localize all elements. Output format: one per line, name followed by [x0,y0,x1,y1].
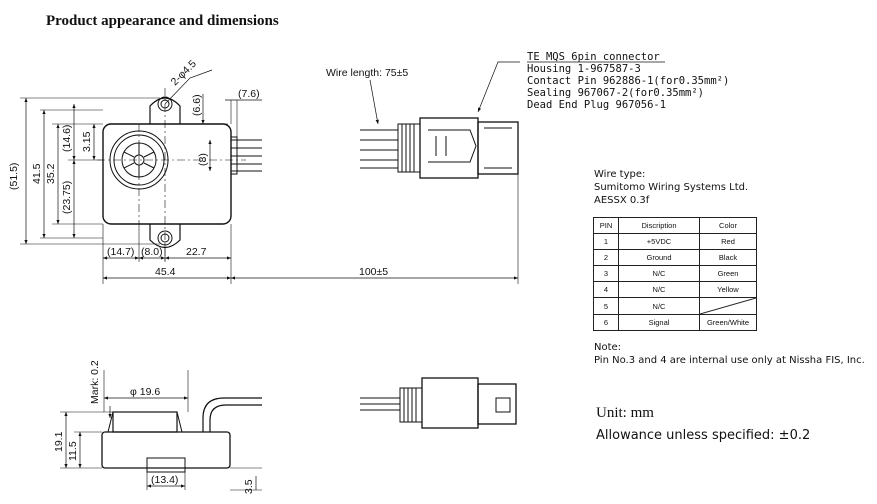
color-cell: Yellow [699,281,757,298]
pin-table-header: PIN Discription Color [593,217,757,234]
table-row: 4 N/C Yellow [593,281,757,298]
connector-line-4: Dead End Plug 967056-1 [527,99,666,111]
table-row: 6 Signal Green/White [593,314,757,331]
color-cell: Green [699,265,757,282]
dim-phi-19-6: φ 19.6 [130,386,160,398]
wire-length-label: Wire length: 75±5 [326,67,408,79]
dim-3-5: 3.5 [243,479,255,494]
dim-14-7: (14.7) [107,246,134,258]
dim-mark: Mark: 0.2 [89,360,101,404]
pin-cell: 4 [593,281,619,298]
table-row: 3 N/C Green [593,265,757,282]
connector-top-view [360,117,519,179]
dim-45-4: 45.4 [155,266,176,278]
pin-cell: 1 [593,233,619,250]
description-cell: N/C [618,297,700,315]
pin-cell: 2 [593,249,619,266]
description-cell: Ground [618,249,700,266]
dim-35-2: 35.2 [45,163,57,184]
connector-header: TE MQS 6pin connector [527,51,660,63]
description-cell: Signal [618,314,700,331]
dim-13-4: (13.4) [151,474,178,486]
dim-11-5: 11.5 [67,441,79,461]
pin-cell: 6 [593,314,619,331]
note-block: Note: Pin No.3 and 4 are internal use on… [594,341,865,367]
dim-7-6: (7.6) [238,88,260,100]
pin-cell: 5 [593,297,619,315]
pin-header-color: Color [699,217,757,234]
dim-22-7: 22.7 [186,246,207,258]
dim-3-15: 3.15 [81,131,93,152]
description-cell: N/C [618,281,700,298]
color-cell: Black [699,249,757,266]
color-cell: Red [699,233,757,250]
color-cell: Green/White [699,314,757,331]
wire-type-title: Wire type: [594,169,646,180]
connector-line-3: Sealing 967067-2(for0.35mm²) [527,87,704,99]
wire-type-model: AESSX 0.3f [594,195,650,206]
connector-line-2: Contact Pin 962886-1(for0.35mm²) [527,75,729,87]
note-text: Pin No.3 and 4 are internal use only at … [594,355,865,366]
sensor-top-view [97,88,262,262]
description-cell: +5VDC [618,233,700,250]
pin-header-description: Discription [618,217,700,234]
dim-100: 100±5 [359,266,388,278]
dim-hole: 2-φ4.5 [169,58,199,88]
dim-41-5: 41.5 [31,163,43,184]
dim-6-6: (6.6) [191,94,203,116]
connector-side-view [360,377,517,429]
table-row: 5 N/C [593,297,757,315]
page-title: Product appearance and dimensions [46,13,279,29]
dim-14-6: (14.6) [61,125,73,152]
dim-51-5: (51.5) [8,163,20,190]
wire-type-block: Wire type: Sumitomo Wiring Systems Ltd. … [594,168,748,207]
dim-8: (8) [197,153,209,166]
unit-label: Unit: mm [596,405,654,421]
dim-19-1: 19.1 [53,431,65,452]
note-title: Note: [594,342,622,353]
wire-type-maker: Sumitomo Wiring Systems Ltd. [594,182,749,193]
table-row: 2 Ground Black [593,249,757,266]
dim-8-0: (8.0) [141,246,163,258]
pin-header-pin: PIN [593,217,619,234]
pin-cell: 3 [593,265,619,282]
connector-line-1: Housing 1-967587-3 [527,63,641,75]
sensor-side-view [101,397,262,473]
pin-table: PIN Discription Color 1 +5VDC Red 2 Grou… [593,217,757,331]
dim-23-75: (23.75) [61,181,73,214]
color-cell-empty [699,297,757,315]
description-cell: N/C [618,265,700,282]
allowance-label: Allowance unless specified: ±0.2 [596,428,811,443]
table-row: 1 +5VDC Red [593,233,757,250]
